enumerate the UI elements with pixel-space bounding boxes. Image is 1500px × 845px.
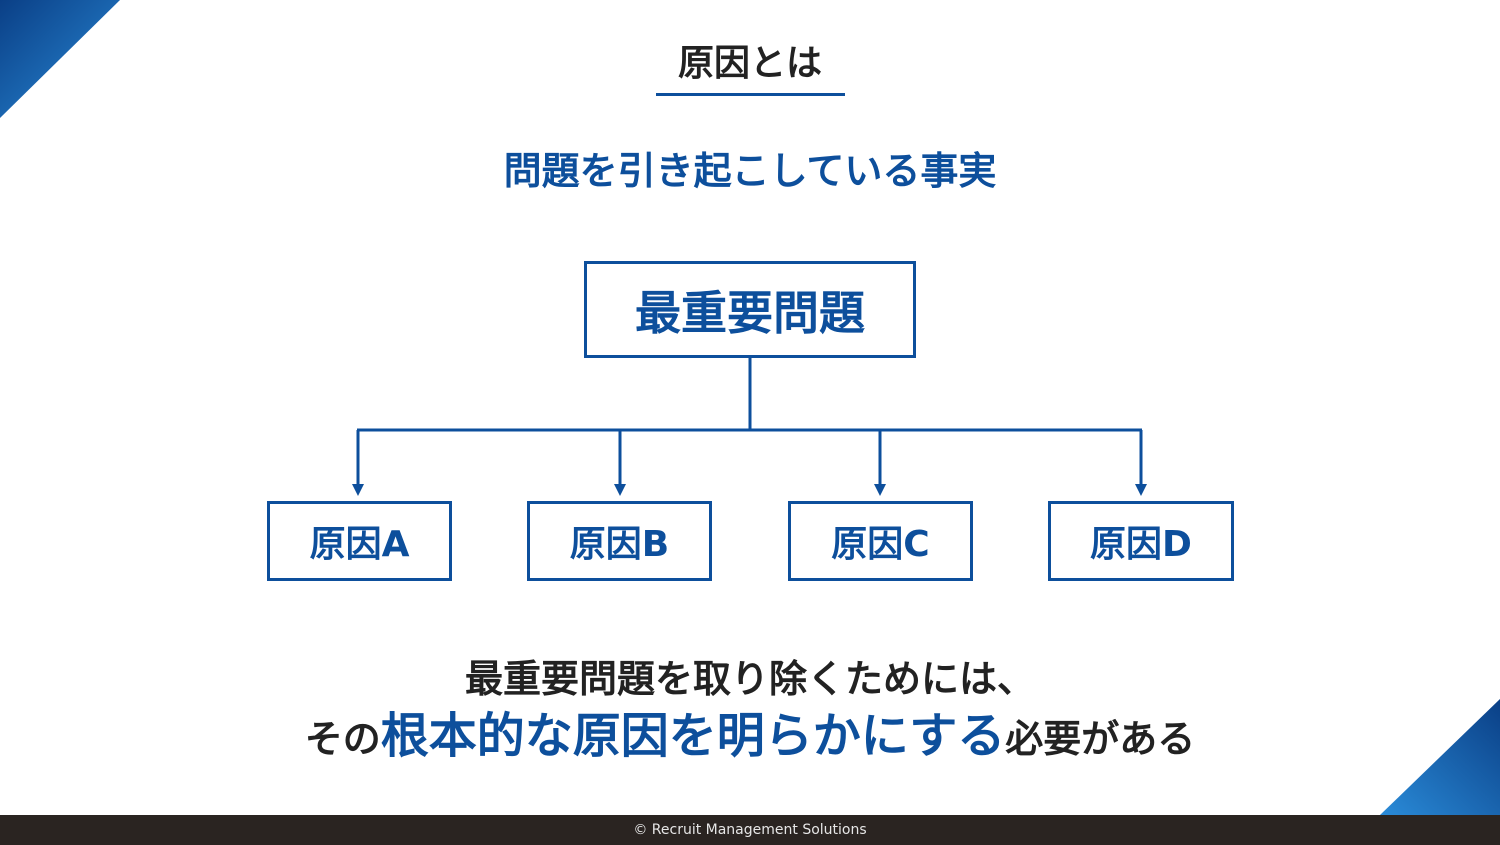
copyright-text: © Recruit Management Solutions <box>633 822 867 838</box>
root-problem-box: 最重要問題 <box>584 261 916 358</box>
conclusion-suffix: 必要がある <box>1005 717 1196 761</box>
conclusion-prefix: その <box>304 717 381 761</box>
arrowhead-cause-d <box>1135 484 1147 496</box>
arrowhead-cause-b <box>614 484 626 496</box>
corner-decoration-bottom-right <box>1380 699 1500 815</box>
slide-title: 原因とは <box>677 43 822 84</box>
cause-box-b: 原因B <box>527 501 712 581</box>
corner-decoration-top-left <box>0 0 120 118</box>
cause-box-a: 原因A <box>267 501 452 581</box>
cause-box-d: 原因D <box>1048 501 1234 581</box>
arrowhead-cause-a <box>352 484 364 496</box>
footer-bar: © Recruit Management Solutions <box>0 815 1500 845</box>
conclusion-highlight: 根本的な原因を明らかにする <box>380 708 1006 764</box>
arrowhead-cause-c <box>874 484 886 496</box>
slide-subtitle: 問題を引き起こしている事実 <box>503 149 997 193</box>
cause-box-c: 原因C <box>788 501 973 581</box>
conclusion-line-2: その根本的な原因を明らかにする必要がある <box>0 704 1500 771</box>
title-underline <box>656 93 845 96</box>
conclusion-line-1: 最重要問題を取り除くためには、 <box>464 657 1035 701</box>
